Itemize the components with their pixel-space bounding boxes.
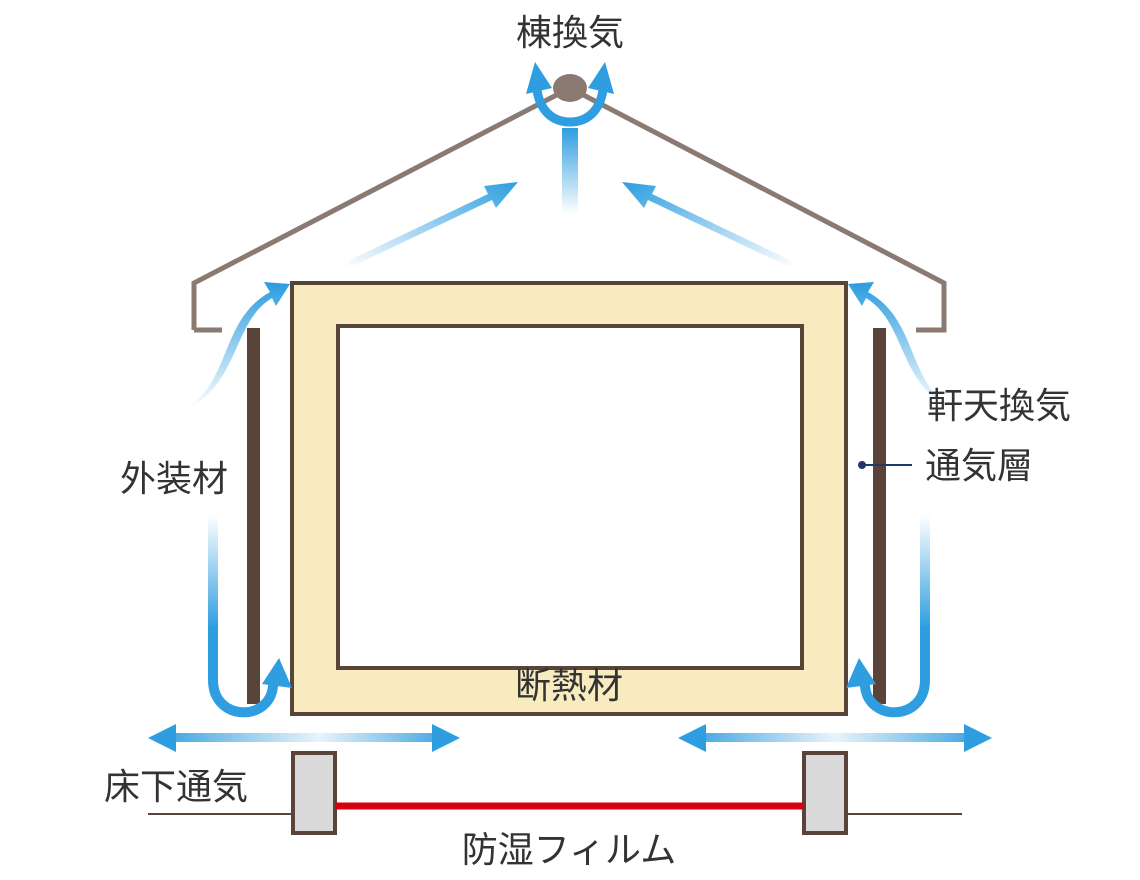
airflow-rising-icon	[562, 128, 578, 214]
vent-layer-dot	[858, 461, 866, 469]
label-exterior-wall: 外装材	[120, 459, 228, 500]
label-ridge-vent: 棟換気	[516, 13, 624, 54]
curved-arrow-icon	[432, 724, 460, 752]
underfloor-arrow-left	[148, 724, 460, 752]
insulation-frame	[290, 281, 848, 716]
label-eave-vent: 軒天換気	[927, 386, 1071, 427]
curved-arrow-icon	[846, 658, 876, 688]
curved-arrow-icon	[526, 62, 552, 94]
curved-arrow-icon	[148, 724, 176, 752]
underfloor-arrow-right	[678, 724, 992, 752]
curved-arrow-icon	[569, 89, 608, 127]
exterior-wall-right	[873, 328, 886, 704]
curved-arrow-icon	[678, 724, 706, 752]
curved-arrow-icon	[622, 182, 795, 268]
roof-outline	[191, 85, 947, 333]
foundation-post-left	[291, 751, 337, 835]
curved-arrow-icon	[185, 282, 290, 410]
label-moisture-film: 防湿フィルム	[462, 830, 677, 871]
curved-arrow-icon	[345, 182, 518, 268]
curved-arrow-icon	[262, 658, 292, 688]
foundation-post-right	[802, 751, 848, 835]
label-vent-layer: 通気層	[925, 446, 1033, 487]
ridge-cap-icon	[553, 74, 587, 102]
curved-arrow-icon	[857, 515, 930, 718]
curved-arrow-icon	[588, 62, 614, 94]
exterior-wall-left	[247, 328, 260, 704]
label-insulation: 断熱材	[515, 666, 623, 707]
curved-arrow-icon	[848, 282, 953, 410]
label-underfloor-vent: 床下通気	[104, 767, 248, 808]
curved-arrow-icon	[208, 515, 281, 718]
curved-arrow-icon	[532, 89, 571, 127]
curved-arrow-icon	[964, 724, 992, 752]
